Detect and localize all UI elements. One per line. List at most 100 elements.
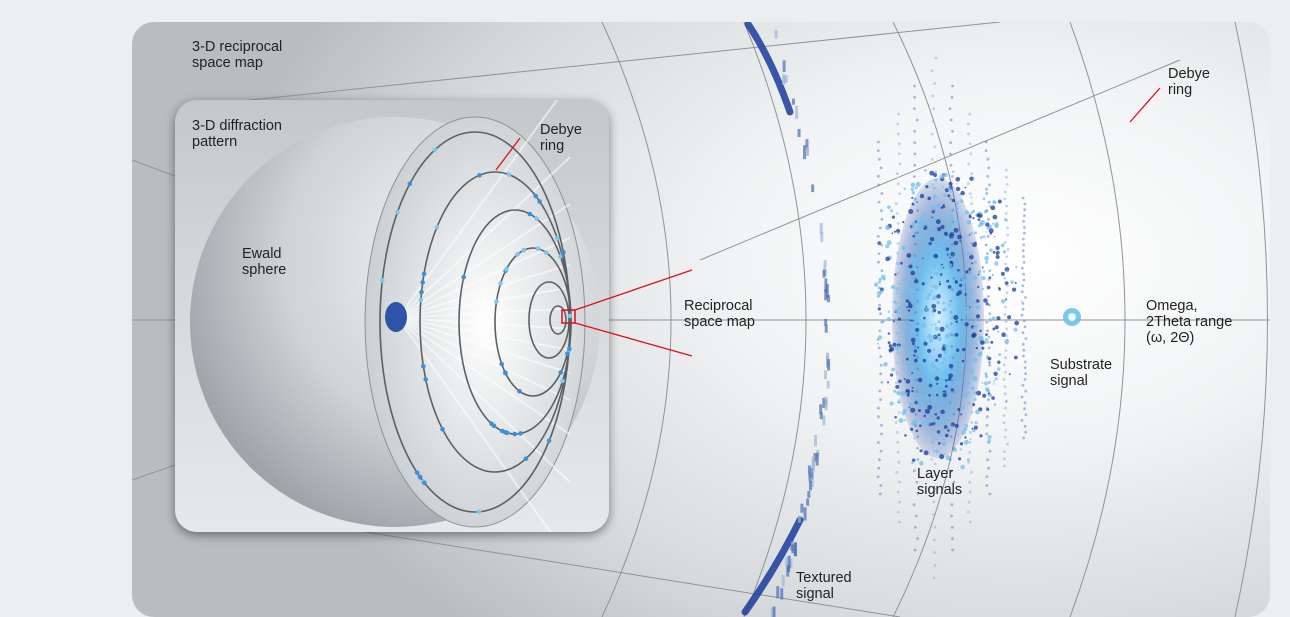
layer-signal-dot [911,461,914,465]
layer-signal-dot [994,222,999,227]
layer-signal-dot [949,190,952,193]
layer-fringe-dot [916,435,920,439]
layer-signal-dot [942,438,946,441]
layer-fringe-dot [1005,341,1009,345]
layer-fringe-dot [1003,435,1007,439]
diffraction-spot [537,199,542,204]
layer-signal-dot [915,181,921,187]
layer-signal-dot [907,309,911,312]
layer-signal-dot [957,239,960,242]
layer-fringe-dot [1023,208,1027,212]
textured-dot [824,396,828,411]
layer-signal-dot [903,378,906,381]
layer-signal-dot [926,296,930,300]
layer-fringe-dot [988,303,991,307]
layer-signal-dot [916,201,918,203]
layer-fringe-dot [1003,197,1007,201]
layer-signal-dot [927,348,932,353]
layer-fringe-dot [896,510,900,514]
layer-signal-dot [921,234,927,239]
layer-signal-dot [960,464,965,470]
textured-dot [824,318,828,326]
layer-signal-dot [908,401,914,407]
layer-fringe-dot [897,112,900,116]
layer-fringe-dot [877,415,880,419]
layer-signal-dot [896,228,901,233]
layer-signal-dot [913,354,916,357]
layer-signal-dot [893,389,897,393]
layer-fringe-dot [931,284,935,288]
layer-signal-dot [970,386,975,391]
layer-fringe-dot [1003,313,1007,316]
layer-fringe-dot [1006,269,1009,273]
diffraction-spot [420,280,425,285]
layer-fringe-dot [951,129,954,133]
layer-signal-dot [911,372,914,375]
layer-fringe-dot [880,381,884,384]
layer-signal-dot [928,241,932,246]
layer-fringe-dot [932,538,936,542]
layer-fringe-dot [984,149,988,153]
layer-signal-dot [959,240,962,243]
layer-signal-dot [979,434,983,438]
layer-signal-dot [955,186,961,192]
layer-fringe-dot [880,217,884,221]
layer-fringe-dot [1020,395,1024,399]
layer-signal-dot [998,288,1001,291]
layer-fringe-dot [966,381,970,385]
layer-fringe-dot [986,286,990,290]
layer-fringe-dot [897,232,901,235]
layer-signal-dot [880,274,886,280]
layer-signal-dot [949,261,953,264]
layer-fringe-dot [913,152,917,156]
layer-fringe-dot [894,202,898,206]
layer-signal-dot [992,251,996,254]
layer-signal-dot [887,205,891,209]
layer-fringe-dot [967,132,970,136]
layer-fringe-dot [898,401,902,404]
layer-signal-dot [982,393,987,398]
layer-signal-dot [942,301,945,305]
layer-fringe-dot [895,301,899,305]
layer-signal-dot [982,197,986,201]
layer-signal-dot [944,433,949,438]
layer-signal-dot [959,296,962,299]
layer-signal-dot [937,441,941,445]
layer-fringe-dot [1004,320,1008,323]
layer-fringe-dot [1023,214,1026,218]
beam-line [397,156,571,319]
layer-signal-dot [886,240,892,246]
diffraction-spot [527,211,533,217]
layer-signal-dot [1008,373,1011,376]
textured-dot [805,139,809,150]
layer-fringe-dot [969,232,973,235]
layer-signal-dot [920,384,922,387]
layer-fringe-dot [968,520,972,524]
layer-fringe-dot [876,475,880,479]
diffraction-spot [503,370,508,375]
diffraction-spot [421,364,426,369]
layer-fringe-dot [969,212,973,215]
diffraction-spot [533,193,538,199]
layer-signal-dot [986,340,990,344]
layer-fringe-dot [986,174,990,178]
layer-signal-dot [933,284,939,290]
substrate-signal-label: Substrate signal [1050,357,1113,389]
layer-signal-dot [902,359,904,362]
layer-signal-dot [941,346,946,351]
layer-fringe-dot [950,95,954,99]
layer-signal-dot [998,353,1002,357]
layer-signal-dot [1000,271,1005,276]
layer-signal-dot [947,303,951,306]
layer-signal-dot [961,430,966,435]
layer-fringe-dot [968,480,971,484]
layer-signal-dot [948,363,954,369]
layer-signal-dot [931,204,936,209]
layer-signal-dot [909,268,913,272]
layer-signal-dot [887,310,891,313]
layer-signal-dot [943,425,948,429]
layer-fringe-dot [896,222,900,225]
layer-signal-dot [953,250,957,253]
layer-signal-dot [1014,281,1017,284]
layer-signal-dot [917,409,921,412]
